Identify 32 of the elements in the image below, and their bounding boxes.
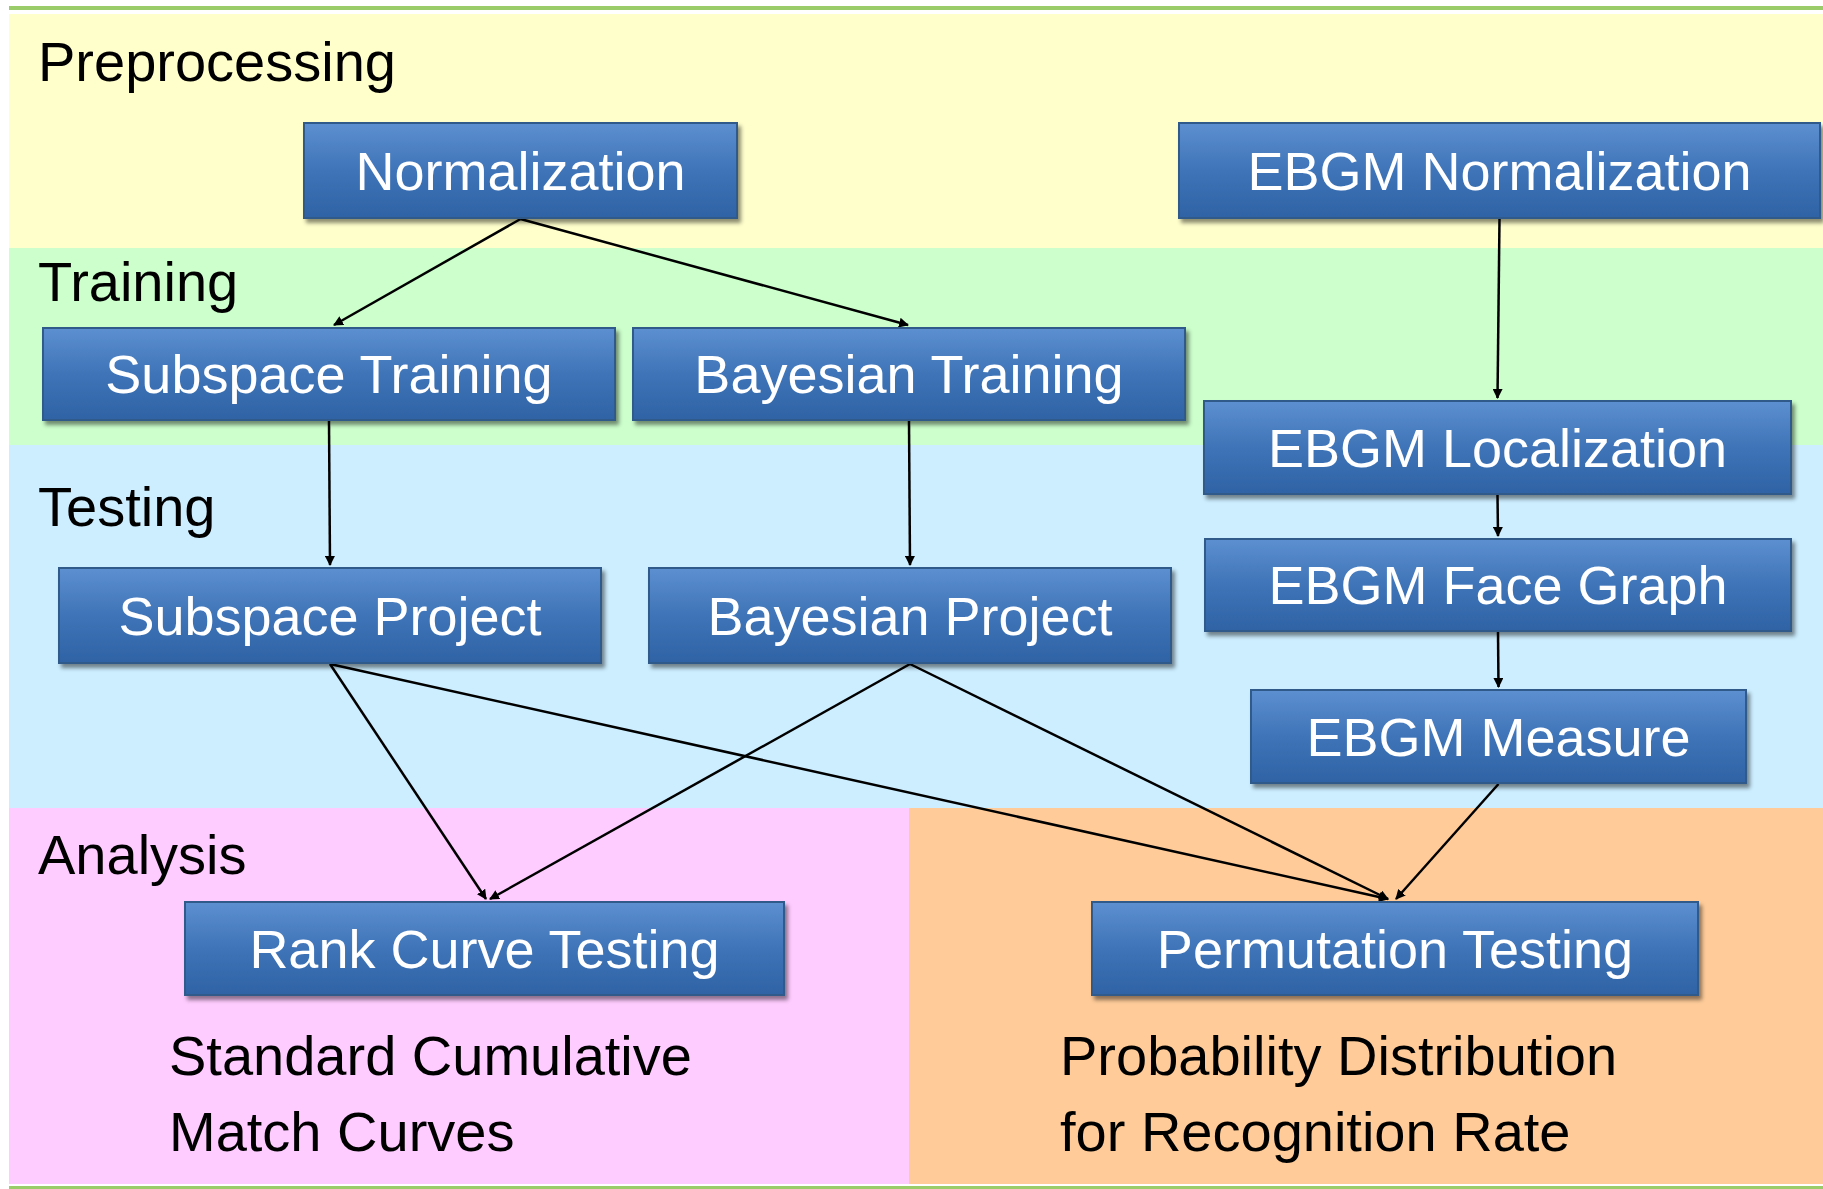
process-box: EBGM Normalization (1178, 122, 1821, 219)
arrow (489, 662, 911, 901)
band-label: Analysis (38, 823, 247, 887)
band-label: Preprocessing (38, 30, 396, 94)
arrow (329, 662, 1389, 902)
process-box: Rank Curve Testing (184, 901, 785, 996)
arrow (1492, 219, 1503, 399)
process-box: EBGM Localization (1203, 400, 1792, 495)
process-box: EBGM Measure (1250, 689, 1747, 784)
band-label: Training (38, 250, 239, 314)
process-box: Subspace Training (42, 327, 616, 421)
arrow (904, 421, 915, 566)
arrow (1395, 783, 1500, 900)
arrow (1493, 632, 1504, 688)
process-box: EBGM Face Graph (1204, 538, 1792, 632)
band-panel (9, 808, 909, 1184)
caption-text: Probability Distribution for Recognition Rate (1060, 1023, 1619, 1165)
process-box: Normalization (303, 122, 738, 219)
band-panel (909, 808, 1823, 1184)
arrow (1492, 495, 1503, 537)
arrow (333, 217, 522, 327)
band-label: Testing (38, 475, 216, 539)
process-box: Bayesian Project (648, 567, 1172, 664)
caption-text: Standard Cumulative Match Curves (169, 1023, 693, 1165)
process-box: Bayesian Training (632, 327, 1186, 421)
process-box: Permutation Testing (1091, 901, 1699, 996)
process-box: Subspace Project (58, 567, 602, 664)
band-panel (9, 14, 1823, 248)
arrow (909, 662, 1389, 901)
arrow (324, 421, 335, 566)
arrow (520, 217, 909, 328)
arrow (328, 663, 488, 900)
